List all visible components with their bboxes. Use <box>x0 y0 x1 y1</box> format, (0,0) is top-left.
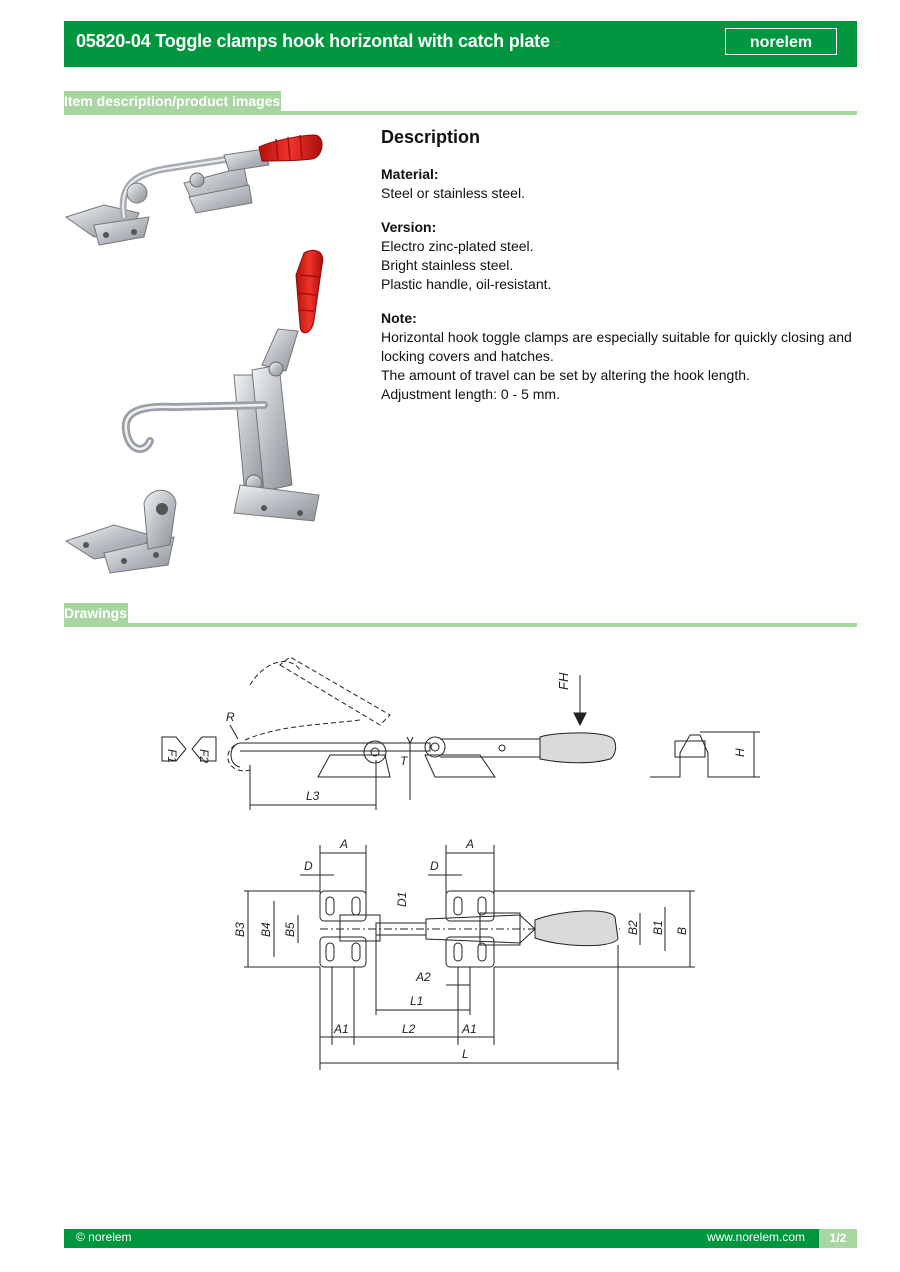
note-line: The amount of travel can be set by alter… <box>381 367 750 383</box>
svg-text:A1: A1 <box>461 1022 477 1036</box>
svg-text:B: B <box>675 927 689 935</box>
svg-text:L1: L1 <box>410 994 423 1008</box>
technical-drawings: FH F1 F2 R T L3 H <box>140 645 780 1085</box>
svg-text:L: L <box>462 1047 469 1061</box>
svg-text:A: A <box>465 837 474 851</box>
svg-text:A2: A2 <box>415 970 431 984</box>
page-number: 1/2 <box>819 1229 857 1248</box>
version-line: Plastic handle, oil-resistant. <box>381 276 552 292</box>
material-title: Material: <box>381 166 439 182</box>
svg-text:B1: B1 <box>651 920 665 935</box>
svg-text:B3: B3 <box>233 922 247 937</box>
svg-text:B4: B4 <box>259 922 273 937</box>
page-header: 05820-04 Toggle clamps hook horizontal w… <box>64 21 857 67</box>
section-drawings-header: Drawings <box>64 603 857 627</box>
version-block: Version: Electro zinc-plated steel. Brig… <box>381 218 857 294</box>
svg-text:T: T <box>400 754 409 768</box>
svg-text:A: A <box>339 837 348 851</box>
svg-text:A1: A1 <box>333 1022 349 1036</box>
note-title: Note: <box>381 310 417 326</box>
description-heading: Description <box>381 127 481 147</box>
version-title: Version: <box>381 219 437 235</box>
footer-url-link[interactable]: www.norelem.com <box>706 1230 805 1244</box>
version-line: Bright stainless steel. <box>381 257 514 273</box>
section-images-label: Item description/product images <box>64 91 282 111</box>
material-block: Material: Steel or stainless steel. <box>381 165 857 203</box>
side-view-drawing: FH F1 F2 R T L3 H <box>161 656 760 810</box>
section-drawings-label: Drawings <box>64 603 129 623</box>
clamp-photo-upright <box>121 249 324 522</box>
svg-text:L3: L3 <box>306 789 320 803</box>
svg-text:D: D <box>430 859 439 873</box>
section-images-header: Item description/product images <box>64 91 857 115</box>
norelem-logo: norelem <box>725 28 837 55</box>
description-panel: Description Material: Steel or stainless… <box>381 128 857 419</box>
note-line: Adjustment length: 0 - 5 mm. <box>381 386 560 402</box>
svg-text:D: D <box>304 859 313 873</box>
svg-text:B5: B5 <box>283 922 297 937</box>
product-photos <box>64 125 326 585</box>
svg-text:F1: F1 <box>165 749 179 763</box>
version-line: Electro zinc-plated steel. <box>381 238 534 254</box>
note-block: Note: Horizontal hook toggle clamps are … <box>381 309 857 404</box>
footer-copyright: © norelem <box>76 1230 132 1244</box>
catch-plate-photo <box>64 489 177 574</box>
page-title: 05820-04 Toggle clamps hook horizontal w… <box>76 31 550 51</box>
svg-text:B2: B2 <box>626 920 640 935</box>
svg-text:FH: FH <box>556 672 571 690</box>
note-line: Horizontal hook toggle clamps are especi… <box>381 329 852 364</box>
svg-text:norelem: norelem <box>750 34 812 51</box>
svg-text:L2: L2 <box>402 1022 416 1036</box>
svg-text:F2: F2 <box>197 749 211 763</box>
material-line: Steel or stainless steel. <box>381 185 525 201</box>
clamp-photo-horizontal <box>64 134 323 246</box>
svg-text:D1: D1 <box>395 892 409 907</box>
page-footer: © norelem www.norelem.com 1/2 <box>64 1229 857 1248</box>
svg-text:H: H <box>733 748 747 757</box>
svg-text:R: R <box>226 710 235 724</box>
top-view-drawing: A A D D D1 B3 B4 B5 B B1 B2 <box>233 837 695 1070</box>
